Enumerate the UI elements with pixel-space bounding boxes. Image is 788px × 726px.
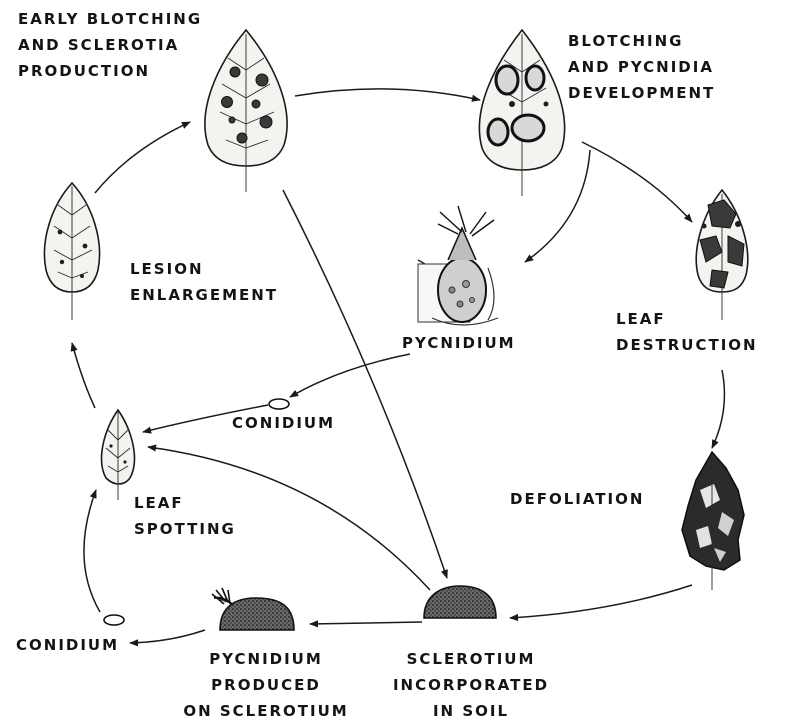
sclerotium-incorporated-line-1: SCLEROTIUM [366, 646, 576, 672]
sclerotium-incorporated-line-2: INCORPORATED [366, 672, 576, 698]
shriveled-leaf-icon [682, 452, 744, 590]
arrow-conidium-to-spotting-loop [84, 490, 100, 612]
leaf-spotting-label: LEAF SPOTTING [134, 490, 236, 542]
early-blotching-line-3: PRODUCTION [18, 58, 202, 84]
arrow-pycnidium-to-conidium [290, 354, 410, 397]
pycnidium-label: PYCNIDIUM [402, 330, 516, 356]
leaf-destruction-line-2: DESTRUCTION [616, 332, 758, 358]
conidium-center-label: CONIDIUM [232, 410, 335, 436]
arrow-early-to-blotching [295, 89, 480, 100]
pycnidium-produced-label: PYCNIDIUM PRODUCED ON SCLEROTIUM [156, 646, 376, 724]
arrows [72, 89, 724, 643]
pycnidium-text: PYCNIDIUM [402, 330, 516, 356]
damaged-leaf-icon [696, 190, 747, 320]
sclerotium-incorporated-label: SCLEROTIUM INCORPORATED IN SOIL [366, 646, 576, 724]
arrow-spotting-to-lesion [72, 343, 95, 408]
defoliation-text: DEFOLIATION [510, 486, 644, 512]
leaf-destruction-line-1: LEAF [616, 306, 758, 332]
blotching-pycnidia-line-1: BLOTCHING [568, 28, 715, 54]
arrow-lesion-to-early [95, 122, 190, 193]
leaf-with-lesions-icon [44, 183, 99, 320]
arrow-sclerotium-to-produced [310, 622, 422, 624]
early-blotching-line-1: EARLY BLOTCHING [18, 6, 202, 32]
arrow-blotching-to-destruction [582, 142, 692, 222]
blotching-pycnidia-line-3: DEVELOPMENT [568, 80, 715, 106]
pycnidium-produced-line-2: PRODUCED [156, 672, 376, 698]
conidium-center-text: CONIDIUM [232, 410, 335, 436]
leaf-spotting-line-1: LEAF [134, 490, 236, 516]
lesion-enlargement-line-2: ENLARGEMENT [130, 282, 278, 308]
blotching-pycnidia-line-2: AND PYCNIDIA [568, 54, 715, 80]
leaf-destruction-label: LEAF DESTRUCTION [616, 306, 758, 358]
conidium-left-label: CONIDIUM [16, 632, 119, 658]
arrow-produced-to-conidium [130, 630, 205, 643]
leaf-with-ringed-blotches-icon [479, 30, 564, 196]
conidium-icon [104, 615, 124, 625]
conidium-icon [269, 399, 289, 409]
conidium-left-text: CONIDIUM [16, 632, 119, 658]
small-leaf-icon [102, 410, 135, 500]
arrow-defoliation-to-sclerotium [510, 585, 692, 618]
early-blotching-label: EARLY BLOTCHING AND SCLEROTIA PRODUCTION [18, 6, 202, 84]
arrow-destruction-to-defoliation [712, 370, 724, 448]
early-blotching-line-2: AND SCLEROTIA [18, 32, 202, 58]
defoliation-label: DEFOLIATION [510, 486, 644, 512]
sclerotium-with-pycnidium-icon [212, 588, 294, 630]
pycnidium-produced-line-3: ON SCLEROTIUM [156, 698, 376, 724]
pycnidium-produced-line-1: PYCNIDIUM [156, 646, 376, 672]
pycnidium-cross-section-icon [418, 206, 498, 325]
sclerotium-icon [424, 586, 496, 618]
sclerotium-incorporated-line-3: IN SOIL [366, 698, 576, 724]
arrow-early-to-sclerotium [283, 190, 447, 578]
leaf-with-blotches-icon [205, 30, 287, 192]
lesion-enlargement-line-1: LESION [130, 256, 278, 282]
blotching-pycnidia-label: BLOTCHING AND PYCNIDIA DEVELOPMENT [568, 28, 715, 106]
leaf-spotting-line-2: SPOTTING [134, 516, 236, 542]
lesion-enlargement-label: LESION ENLARGEMENT [130, 256, 278, 308]
